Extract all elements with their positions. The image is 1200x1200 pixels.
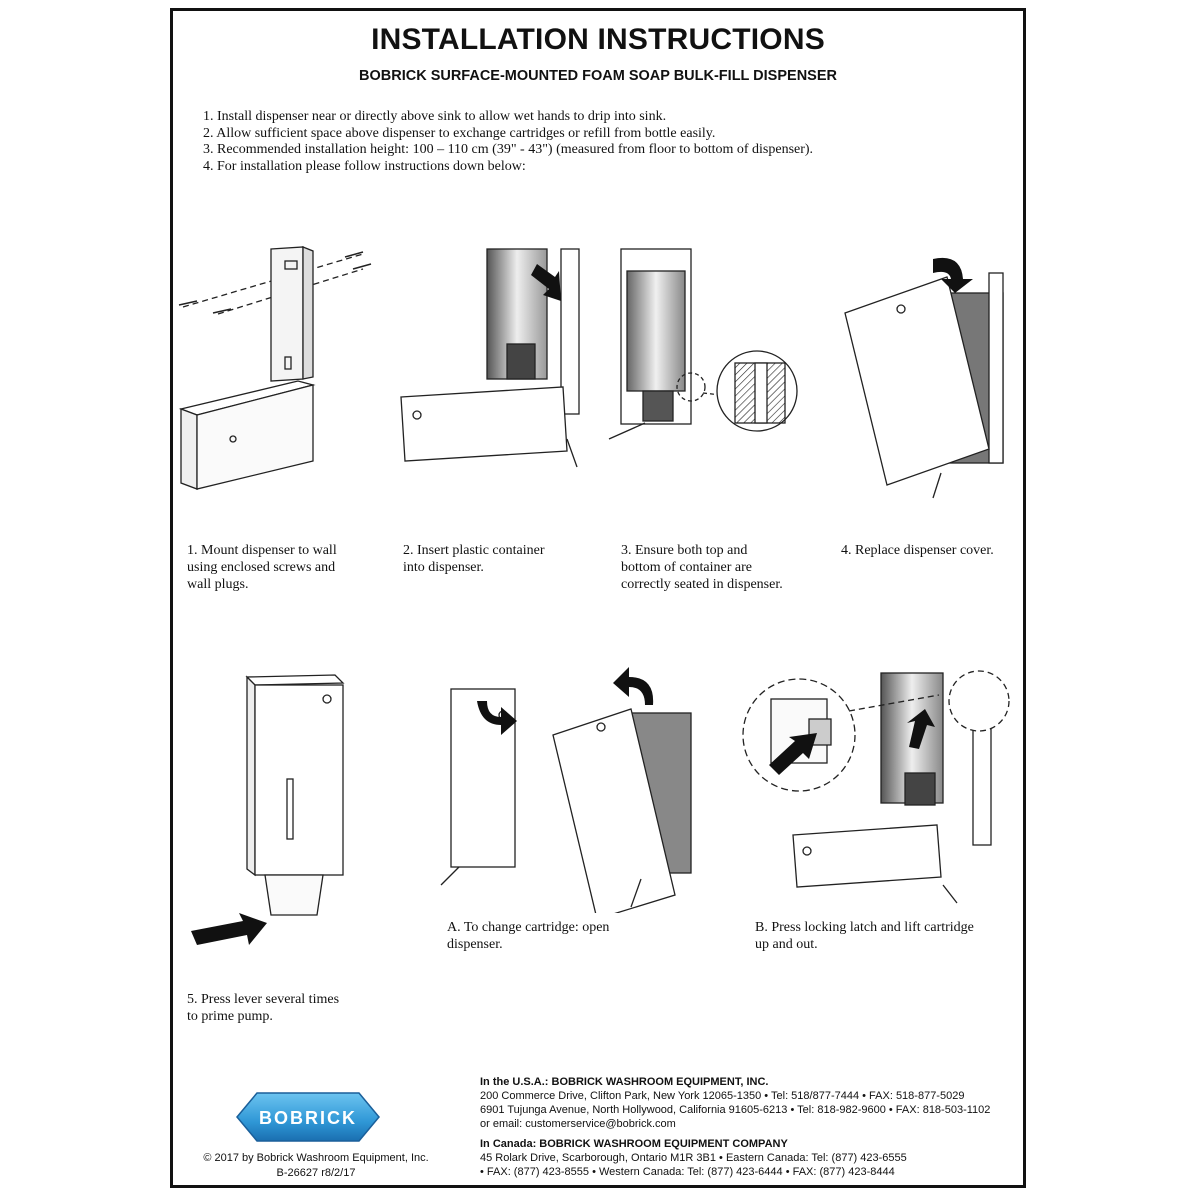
bobrick-logo: BOBRICK xyxy=(236,1092,380,1142)
intro-item: 4. For installation please follow instru… xyxy=(203,158,526,174)
step2-illustration xyxy=(400,248,580,468)
canada-address-1: 45 Rolark Drive, Scarborough, Ontario M1… xyxy=(480,1152,907,1164)
stepB-caption: B. Press locking latch and lift cartridg… xyxy=(755,920,974,952)
stepA-illustration xyxy=(440,667,692,913)
step1-caption: 1. Mount dispenser to wall using enclose… xyxy=(187,543,337,592)
copyright-block: © 2017 by Bobrick Washroom Equipment, In… xyxy=(181,1151,451,1181)
canada-address-2: • FAX: (877) 423-8555 • Western Canada: … xyxy=(480,1166,895,1178)
copyright-text: © 2017 by Bobrick Washroom Equipment, In… xyxy=(203,1152,429,1164)
step3-illustration xyxy=(608,248,798,440)
step2-caption: 2. Insert plastic container into dispens… xyxy=(403,543,545,575)
step3-caption: 3. Ensure both top and bottom of contain… xyxy=(621,543,783,592)
intro-item: 3. Recommended installation height: 100 … xyxy=(203,142,814,157)
stepB-illustration xyxy=(742,670,1010,904)
logo-text: BOBRICK xyxy=(259,1108,357,1128)
step4-illustration xyxy=(844,257,1004,499)
document-number: B-26627 r8/2/17 xyxy=(276,1167,356,1179)
stepA-caption: A. To change cartridge: open dispenser. xyxy=(447,920,610,952)
page-title: INSTALLATION INSTRUCTIONS xyxy=(371,23,825,56)
step5-caption: 5. Press lever several times to prime pu… xyxy=(187,992,340,1024)
instruction-sheet: INSTALLATION INSTRUCTIONS BOBRICK SURFAC… xyxy=(170,8,1026,1188)
intro-item: 2. Allow sufficient space above dispense… xyxy=(203,125,716,141)
step4-caption: 4. Replace dispenser cover. xyxy=(841,543,994,558)
contact-block: In the U.S.A.: BOBRICK WASHROOM EQUIPMEN… xyxy=(480,1075,1020,1179)
step1-illustration xyxy=(178,246,372,490)
usa-address-1: 200 Commerce Drive, Clifton Park, New Yo… xyxy=(480,1090,965,1102)
intro-item: 1. Install dispenser near or directly ab… xyxy=(203,109,667,124)
step5-illustration xyxy=(191,674,345,945)
page-subtitle: BOBRICK SURFACE-MOUNTED FOAM SOAP BULK-F… xyxy=(359,68,837,84)
usa-email: or email: customerservice@bobrick.com xyxy=(480,1118,676,1130)
usa-heading: In the U.S.A.: BOBRICK WASHROOM EQUIPMEN… xyxy=(480,1076,769,1088)
intro-list: 1. Install dispenser near or directly ab… xyxy=(203,109,813,175)
usa-address-2: 6901 Tujunga Avenue, North Hollywood, Ca… xyxy=(480,1104,991,1116)
canada-heading: In Canada: BOBRICK WASHROOM EQUIPMENT CO… xyxy=(480,1138,788,1150)
